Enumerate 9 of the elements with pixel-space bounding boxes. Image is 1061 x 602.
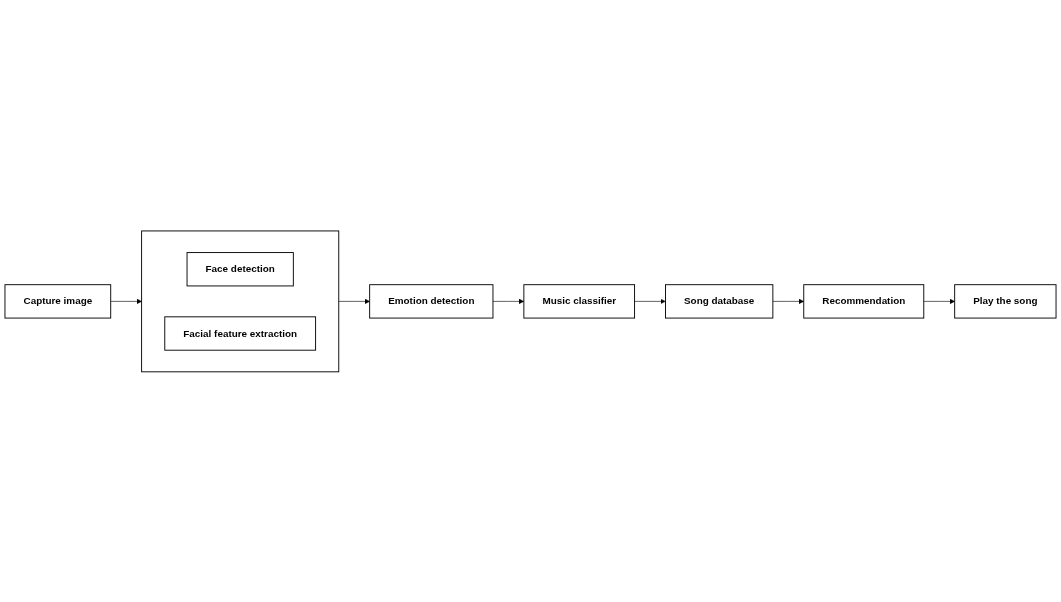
- node-box: Recommendation: [803, 283, 925, 319]
- node-box: Music classifier: [523, 283, 636, 319]
- node-box: Capture image: [4, 283, 112, 319]
- node-box: Emotion detection: [369, 283, 494, 319]
- node-box: Play the song: [954, 283, 1057, 319]
- node-box: Facial feature extraction: [164, 315, 317, 351]
- cluster: [141, 230, 340, 372]
- node-box: Face detection: [186, 251, 294, 286]
- node-box: Song database: [665, 283, 774, 319]
